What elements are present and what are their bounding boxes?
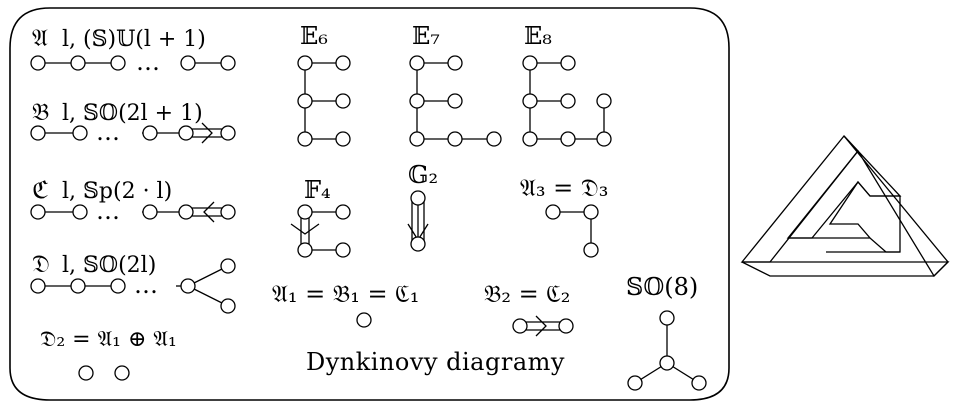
label-e6: 𝔼₆ [300, 22, 328, 50]
dots-d-l: … [134, 271, 158, 299]
diagram-so8: 𝕊𝕆(8) [626, 273, 707, 391]
diagram-e6: 𝔼₆ [297, 22, 351, 147]
diagram-f4: 𝔽₄ [290, 176, 351, 258]
label-a1-b1-c1: 𝔄₁ = 𝔅₁ = ℭ₁ [272, 280, 419, 308]
dots-b-l: … [96, 118, 120, 146]
impossible-triangle [740, 135, 950, 278]
label-b2-c2: 𝔅₂ = ℭ₂ [484, 280, 570, 308]
dots-c-l: … [96, 197, 120, 225]
diagram-e7: 𝔼₇ [409, 22, 502, 147]
label-e8: 𝔼₈ [524, 22, 552, 50]
label-d-l-text: l, 𝕊𝕆(2l) [62, 253, 156, 278]
label-f4: 𝔽₄ [304, 176, 331, 204]
diagram-e8: 𝔼₈ [522, 22, 612, 147]
diagram-c-l: ℭ l, 𝕊p(2 · l) … [30, 176, 236, 225]
label-d-l-symbol: 𝔇 [32, 250, 50, 278]
diagram-a3-d3: 𝔄₃ = 𝔇₃ [520, 174, 608, 258]
diagram-a1-b1-c1: 𝔄₁ = 𝔅₁ = ℭ₁ [272, 280, 419, 328]
label-g2: 𝔾₂ [408, 161, 438, 189]
label-so8: 𝕊𝕆(8) [626, 273, 698, 301]
dots-a-l: … [136, 48, 160, 76]
diagram-d-l: 𝔇 l, 𝕊𝕆(2l) … [30, 250, 236, 314]
diagram-d2: 𝔇₂ = 𝔄₁ ⊕ 𝔄₁ [40, 327, 177, 381]
rounded-frame [9, 7, 730, 401]
label-e7: 𝔼₇ [412, 22, 440, 50]
label-a-l-text: l, (𝕊)𝕌(l + 1) [62, 27, 206, 52]
label-d2: 𝔇₂ = 𝔄₁ ⊕ 𝔄₁ [40, 327, 177, 352]
diagram-a-l: 𝔄 l, (𝕊)𝕌(l + 1) … [30, 24, 236, 76]
label-b-l-text: l, 𝕊𝕆(2l + 1) [62, 101, 203, 126]
label-c-l-text: l, 𝕊p(2 · l) [62, 179, 172, 204]
label-a-l-symbol: 𝔄 [32, 24, 48, 52]
diagram-b-l: 𝔅 l, 𝕊𝕆(2l + 1) … [30, 98, 236, 146]
label-a3-d3: 𝔄₃ = 𝔇₃ [520, 174, 608, 202]
label-b-l-symbol: 𝔅 [32, 98, 49, 126]
diagram-b2-c2: 𝔅₂ = ℭ₂ [484, 280, 574, 337]
caption: Dynkinovy diagramy [306, 348, 565, 376]
diagram-g2: 𝔾₂ [407, 161, 438, 252]
label-c-l-symbol: ℭ [32, 176, 49, 204]
